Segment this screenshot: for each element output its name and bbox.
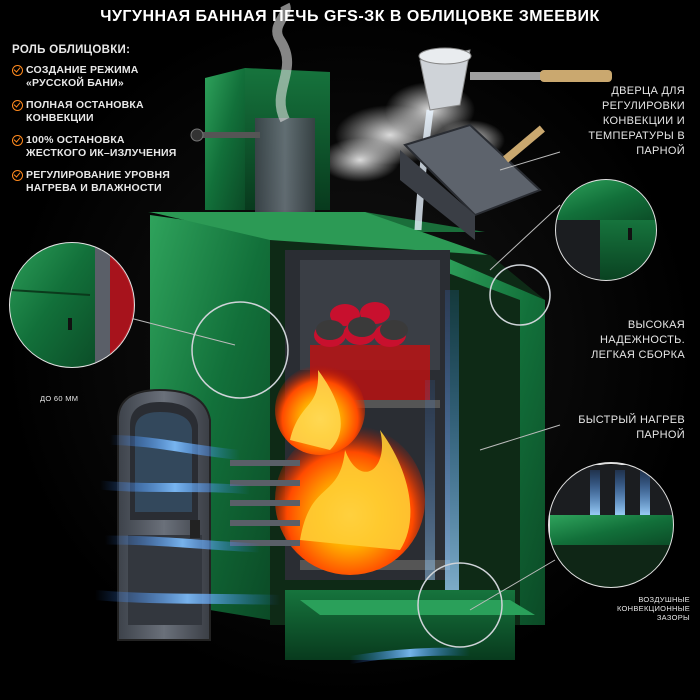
callout-lines [129, 151, 561, 611]
role-item: СОЗДАНИЕ РЕЖИМА «РУССКОЙ БАНИ» [12, 64, 182, 89]
zoom-joint [555, 179, 657, 281]
ladle [418, 47, 612, 111]
role-text: 100% ОСТАНОВКА ЖЕСТКОГО ИК–ИЗЛУЧЕНИЯ [26, 134, 177, 159]
grate [230, 460, 300, 546]
check-icon [12, 170, 23, 181]
check-icon [12, 65, 23, 76]
role-item: 100% ОСТАНОВКА ЖЕСТКОГО ИК–ИЗЛУЧЕНИЯ [12, 134, 182, 159]
callout-thickness: ДО 60 ММ [40, 394, 79, 403]
role-text: РЕГУЛИРОВАНИЕ УРОВНЯ НАГРЕВА И ВЛАЖНОСТИ [26, 169, 171, 194]
roles-heading: РОЛЬ ОБЛИЦОВКИ: [12, 44, 131, 56]
callout-air-gaps: ВОЗДУШНЫЕ КОНВЕКЦИОННЫЕ ЗАЗОРЫ [616, 595, 690, 622]
callout-door: ДВЕРЦА ДЛЯ РЕГУЛИРОВКИ КОНВЕКЦИИ И ТЕМПЕ… [588, 85, 685, 157]
role-item: РЕГУЛИРОВАНИЕ УРОВНЯ НАГРЕВА И ВЛАЖНОСТИ [12, 169, 182, 194]
callout-reliability: ВЫСОКАЯ НАДЕЖНОСТЬ. ЛЕГКАЯ СБОРКА [591, 319, 685, 361]
role-text: СОЗДАНИЕ РЕЖИМА «РУССКОЙ БАНИ» [26, 64, 139, 89]
page-title: ЧУГУННАЯ БАННАЯ ПЕЧЬ GFS-ЗК В ОБЛИЦОВКЕ … [100, 8, 600, 25]
zoom-cladding-thickness [9, 242, 135, 368]
check-icon [12, 135, 23, 146]
cladding-roles: РОЛЬ ОБЛИЦОВКИ: СОЗДАНИЕ РЕЖИМА «РУССКОЙ… [12, 44, 182, 204]
role-item: ПОЛНАЯ ОСТАНОВКА КОНВЕКЦИИ [12, 99, 182, 124]
convection-door [400, 123, 545, 240]
check-icon [12, 100, 23, 111]
role-text: ПОЛНАЯ ОСТАНОВКА КОНВЕКЦИИ [26, 99, 144, 124]
zoom-air-gaps [548, 462, 674, 588]
callout-heating: БЫСТРЫЙ НАГРЕВ ПАРНОЙ [578, 414, 685, 441]
firebox [275, 250, 450, 580]
air-flow [94, 290, 471, 664]
